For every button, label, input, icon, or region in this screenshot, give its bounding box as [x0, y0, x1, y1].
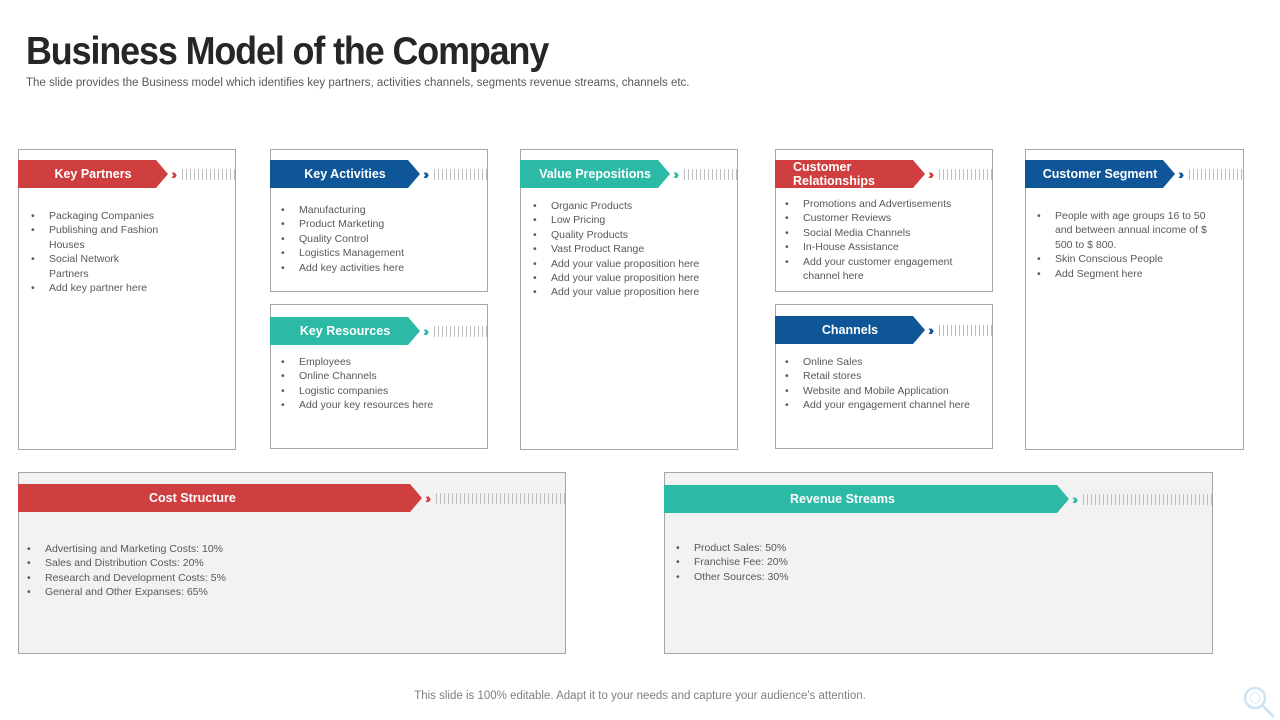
tick-divider [434, 325, 488, 337]
list-item: Other Sources: 30% [676, 570, 976, 585]
list-item: Franchise Fee: 20% [676, 555, 976, 570]
list-item: Organic Products [533, 199, 733, 214]
customer-relationships-card: Customer Relationships ›› Promotions and… [775, 149, 993, 292]
key-activities-card: Key Activities ›› ManufacturingProduct M… [270, 149, 488, 292]
chevron-right-icon: ›› [423, 166, 430, 182]
customer-segment-card: Customer Segment ›› People with age grou… [1025, 149, 1244, 450]
chevron-right-icon: ›› [423, 323, 430, 339]
chevron-right-icon: ›› [425, 490, 432, 506]
customer-segment-header: Customer Segment [1025, 160, 1175, 188]
list-item: Packaging Companies [31, 209, 161, 224]
list-item: Logistics Management [281, 246, 471, 261]
list-item: Add key activities here [281, 261, 471, 276]
chevron-right-icon: ›› [1072, 491, 1079, 507]
list-item: Add your customer engagement channel her… [785, 255, 985, 284]
list-item: Product Sales: 50% [676, 541, 976, 556]
key-partners-header: Key Partners [18, 160, 168, 188]
chevron-right-icon: ›› [928, 166, 935, 182]
key-partners-card: Key Partners ›› Packaging CompaniesPubli… [18, 149, 236, 450]
list-item: Social Media Channels [785, 226, 985, 241]
list-item: Employees [281, 355, 471, 370]
list-item: Customer Reviews [785, 211, 985, 226]
key-resources-header: Key Resources [270, 317, 420, 345]
value-propositions-header: Value Prepositions [520, 160, 670, 188]
value-propositions-list: Organic ProductsLow PricingQuality Produ… [533, 199, 733, 300]
list-item: Online Sales [785, 355, 985, 370]
list-item: Promotions and Advertisements [785, 197, 985, 212]
list-item: People with age groups 16 to 50 and betw… [1037, 209, 1222, 252]
search-icon [1243, 686, 1275, 718]
list-item: Add your key resources here [281, 398, 471, 413]
list-item: In-House Assistance [785, 240, 985, 255]
list-item: Online Channels [281, 369, 471, 384]
tick-divider [939, 168, 993, 180]
list-item: Manufacturing [281, 203, 471, 218]
channels-header: Channels [775, 316, 925, 344]
tick-divider [182, 168, 236, 180]
list-item: Website and Mobile Application [785, 384, 985, 399]
revenue-streams-card: Revenue Streams ›› Product Sales: 50%Fra… [664, 472, 1213, 654]
list-item: Add Segment here [1037, 267, 1222, 282]
tick-divider [684, 168, 738, 180]
list-item: Publishing and Fashion Houses [31, 223, 161, 252]
list-item: Advertising and Marketing Costs: 10% [27, 542, 327, 557]
value-propositions-card: Value Prepositions ›› Organic ProductsLo… [520, 149, 738, 450]
customer-relationships-header: Customer Relationships [775, 160, 925, 188]
list-item: Add your value proposition here [533, 285, 733, 300]
list-item: Add key partner here [31, 281, 161, 296]
channels-list: Online SalesRetail storesWebsite and Mob… [785, 355, 985, 413]
list-item: Retail stores [785, 369, 985, 384]
slide-footer: This slide is 100% editable. Adapt it to… [414, 690, 866, 702]
chevron-right-icon: ›› [928, 322, 935, 338]
list-item: Logistic companies [281, 384, 471, 399]
cost-structure-header: Cost Structure [18, 484, 422, 512]
list-item: Vast Product Range [533, 242, 733, 257]
chevron-right-icon: ›› [171, 166, 178, 182]
tick-divider [939, 324, 993, 336]
list-item: Research and Development Costs: 5% [27, 571, 327, 586]
list-item: Add your value proposition here [533, 271, 733, 286]
list-item: Add your value proposition here [533, 257, 733, 272]
list-item: Quality Products [533, 228, 733, 243]
list-item: Social Network Partners [31, 252, 161, 281]
customer-relationships-list: Promotions and AdvertisementsCustomer Re… [785, 197, 985, 283]
list-item: Quality Control [281, 232, 471, 247]
chevron-right-icon: ›› [673, 166, 680, 182]
chevron-right-icon: ›› [1178, 166, 1185, 182]
slide-title: Business Model of the Company [26, 30, 549, 73]
revenue-streams-header: Revenue Streams [664, 485, 1069, 513]
list-item: Add your engagement channel here [785, 398, 985, 413]
customer-segment-list: People with age groups 16 to 50 and betw… [1037, 209, 1222, 281]
key-resources-list: EmployeesOnline ChannelsLogistic compani… [281, 355, 471, 413]
list-item: Product Marketing [281, 217, 471, 232]
tick-divider [1083, 493, 1213, 505]
tick-divider [1189, 168, 1244, 180]
list-item: Low Pricing [533, 213, 733, 228]
revenue-streams-list: Product Sales: 50%Franchise Fee: 20%Othe… [676, 541, 976, 585]
cost-structure-list: Advertising and Marketing Costs: 10%Sale… [27, 542, 327, 600]
cost-structure-card: Cost Structure ›› Advertising and Market… [18, 472, 566, 654]
list-item: Sales and Distribution Costs: 20% [27, 556, 327, 571]
key-activities-header: Key Activities [270, 160, 420, 188]
slide-subtitle: The slide provides the Business model wh… [26, 77, 690, 89]
channels-card: Channels ›› Online SalesRetail storesWeb… [775, 304, 993, 449]
key-resources-card: Key Resources ›› EmployeesOnline Channel… [270, 304, 488, 449]
tick-divider [436, 492, 566, 504]
list-item: Skin Conscious People [1037, 252, 1222, 267]
tick-divider [434, 168, 488, 180]
key-partners-list: Packaging CompaniesPublishing and Fashio… [31, 209, 161, 296]
list-item: General and Other Expanses: 65% [27, 585, 327, 600]
key-activities-list: ManufacturingProduct MarketingQuality Co… [281, 203, 471, 275]
